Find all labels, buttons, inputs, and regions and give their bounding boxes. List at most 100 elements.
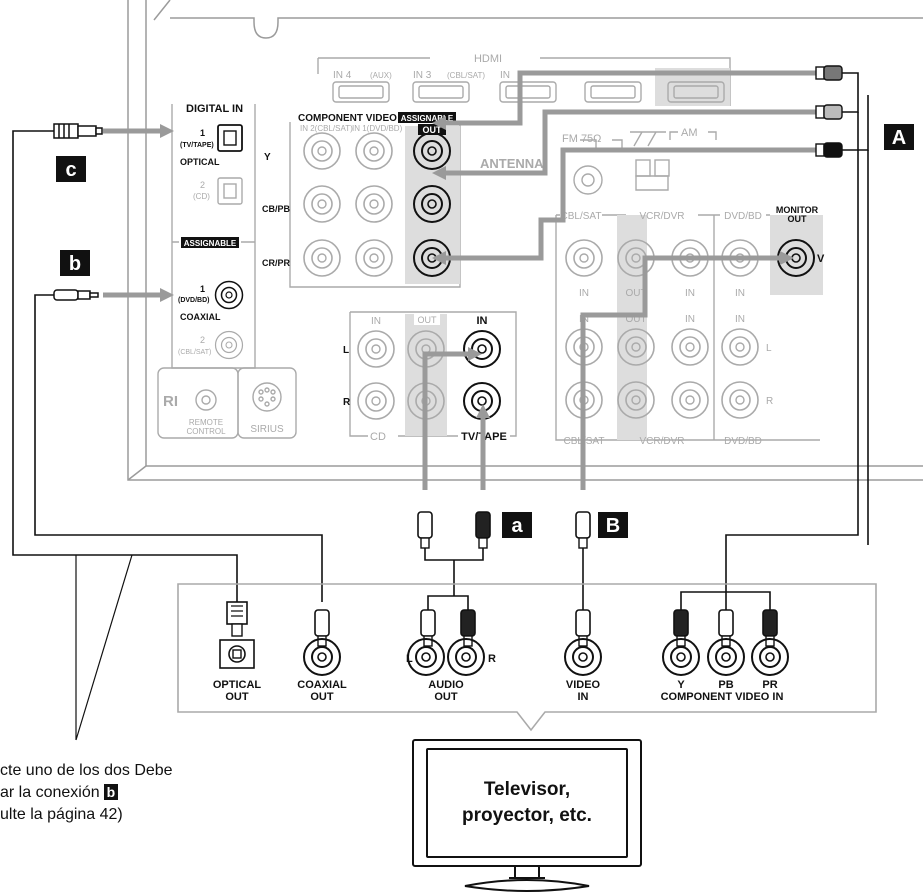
tv-panel-connectors — [219, 601, 789, 676]
optical-out-label-2: OUT — [225, 691, 249, 703]
vcr-dvr-bottom-label: VCR/DVR — [639, 436, 684, 447]
coaxial-label: COAXIAL — [180, 312, 221, 322]
comp-in-y-label: Y — [677, 679, 685, 691]
v-label: V — [817, 253, 825, 265]
note-leader-lines — [75, 554, 133, 741]
cbl-sat-top-label: CBL/SAT — [561, 211, 602, 222]
audio-r-label: R — [343, 397, 351, 408]
tv-label: Televisor, proyector, etc. — [433, 752, 621, 854]
marker-B: B — [606, 515, 620, 537]
video-l-label: L — [766, 343, 772, 354]
tv-panel — [177, 583, 877, 732]
receiver-back-panel — [127, 0, 923, 481]
comp-in2-label: IN 2(CBL/SAT) — [300, 124, 353, 133]
connection-arrows — [103, 70, 816, 490]
antenna-label: ANTENNA — [480, 156, 544, 171]
audio-l-label: L — [343, 345, 349, 356]
marker-c: c — [65, 159, 76, 181]
video-r-label: R — [766, 396, 773, 407]
hdmi-in3-sub: (CBL/SAT) — [447, 71, 485, 80]
optical-2-sub: (CD) — [193, 192, 210, 201]
hdmi-in3-label: IN 3 — [413, 70, 432, 81]
top-right-plugs — [815, 65, 843, 158]
assignable-badge — [181, 237, 239, 248]
tv-label-line1: Televisor, — [483, 779, 571, 800]
coaxial-2-sub: (CBL/SAT) — [178, 349, 211, 356]
video-inputs-section — [555, 214, 823, 441]
dvd-bd-top-label: DVD/BD — [724, 211, 762, 222]
component-assignable-text: ASSIGNABLE — [401, 114, 454, 123]
comp-in-pb-label: PB — [718, 679, 733, 691]
coaxial-1-jack — [214, 280, 244, 310]
note-line3: ulte la página 42) — [0, 806, 123, 823]
vcr-in-label-2: IN — [685, 314, 695, 325]
audio-out-label: OUT — [418, 315, 438, 325]
vcr-out-label: OUT — [625, 288, 646, 299]
antenna-section — [573, 131, 717, 195]
component-video-title: COMPONENT VIDEO — [298, 113, 397, 124]
note-marker-b: b — [103, 784, 119, 800]
comp-cr-label: CR/PR — [262, 258, 291, 268]
hdmi-in4-sub: (AUX) — [370, 71, 392, 80]
marker-b: b — [69, 253, 81, 275]
optical-1-sub: (TV/TAPE) — [180, 142, 214, 149]
hdmi-in4-label: IN 4 — [333, 70, 352, 81]
vcr-dvr-top-label: VCR/DVR — [639, 211, 684, 222]
component-video-section — [289, 122, 461, 288]
comp-out-badge — [418, 124, 446, 135]
dvd-bd-bottom-label: DVD/BD — [724, 436, 762, 447]
video-in-label: VIDEO — [566, 679, 601, 691]
tv-tape-in-label: IN — [477, 315, 488, 327]
cd-label: CD — [370, 431, 386, 443]
sirius-label: SIRIUS — [250, 424, 284, 435]
ri-label: RI — [163, 393, 178, 410]
vcr-out-label-2: OUT — [625, 314, 646, 325]
dvd-in-label-2: IN — [735, 314, 745, 325]
marker-labels: A B a b c — [56, 124, 914, 538]
optical-1-label: 1 — [200, 128, 205, 138]
arrow-heads — [160, 116, 794, 418]
video-in-label-2: IN — [578, 691, 589, 703]
audio-out-badge — [414, 314, 440, 325]
optical-out-label: OPTICAL — [213, 679, 262, 691]
comp-in1-label: IN 1(DVD/BD) — [352, 124, 403, 133]
comp-cb-label: CB/PB — [262, 204, 291, 214]
audio-section — [349, 311, 517, 437]
note-line2-text: ar la conexión — [0, 784, 100, 801]
cables — [12, 72, 869, 630]
tv-icon — [412, 739, 642, 892]
component-video-in-label: COMPONENT VIDEO IN — [661, 691, 784, 703]
cd-in-label: IN — [371, 316, 381, 327]
coaxial-out-label: COAXIAL — [297, 679, 347, 691]
coaxial-2-jack — [214, 330, 244, 360]
hdmi-title: HDMI — [474, 53, 502, 65]
dvd-in-label: IN — [735, 288, 745, 299]
comp-y-label: Y — [264, 152, 271, 163]
coaxial-2-label: 2 — [200, 335, 205, 345]
am-label: AM — [681, 127, 698, 139]
monitor-out-label: MONITOR — [776, 205, 819, 215]
coaxial-1-label: 1 — [200, 284, 205, 294]
remote-label: REMOTE — [189, 418, 223, 427]
monitor-out-label-2: OUT — [788, 214, 808, 224]
comp-in-pr-label: PR — [762, 679, 777, 691]
marker-A: A — [892, 127, 906, 149]
audio-out-l-label: L — [406, 653, 413, 665]
hdmi-section — [317, 57, 731, 106]
hdmi-in-label: IN — [500, 70, 510, 81]
optical-label: OPTICAL — [180, 157, 220, 167]
cbl-in-label: IN — [579, 288, 589, 299]
audio-out-label-1: AUDIO — [428, 679, 464, 691]
assignable-text: ASSIGNABLE — [184, 239, 237, 248]
tv-label-line2: proyector, etc. — [462, 805, 592, 826]
coaxial-out-label-2: OUT — [310, 691, 334, 703]
coaxial-1-sub: (DVD/BD) — [178, 297, 210, 304]
digital-in-title: DIGITAL IN — [186, 103, 243, 115]
fm-label: FM 75Ω — [562, 133, 601, 145]
audio-out-label-2: OUT — [434, 691, 458, 703]
marker-a: a — [511, 515, 523, 537]
note-line1: cte uno de los dos Debe — [0, 762, 173, 779]
remote-sirius-section — [157, 367, 297, 439]
